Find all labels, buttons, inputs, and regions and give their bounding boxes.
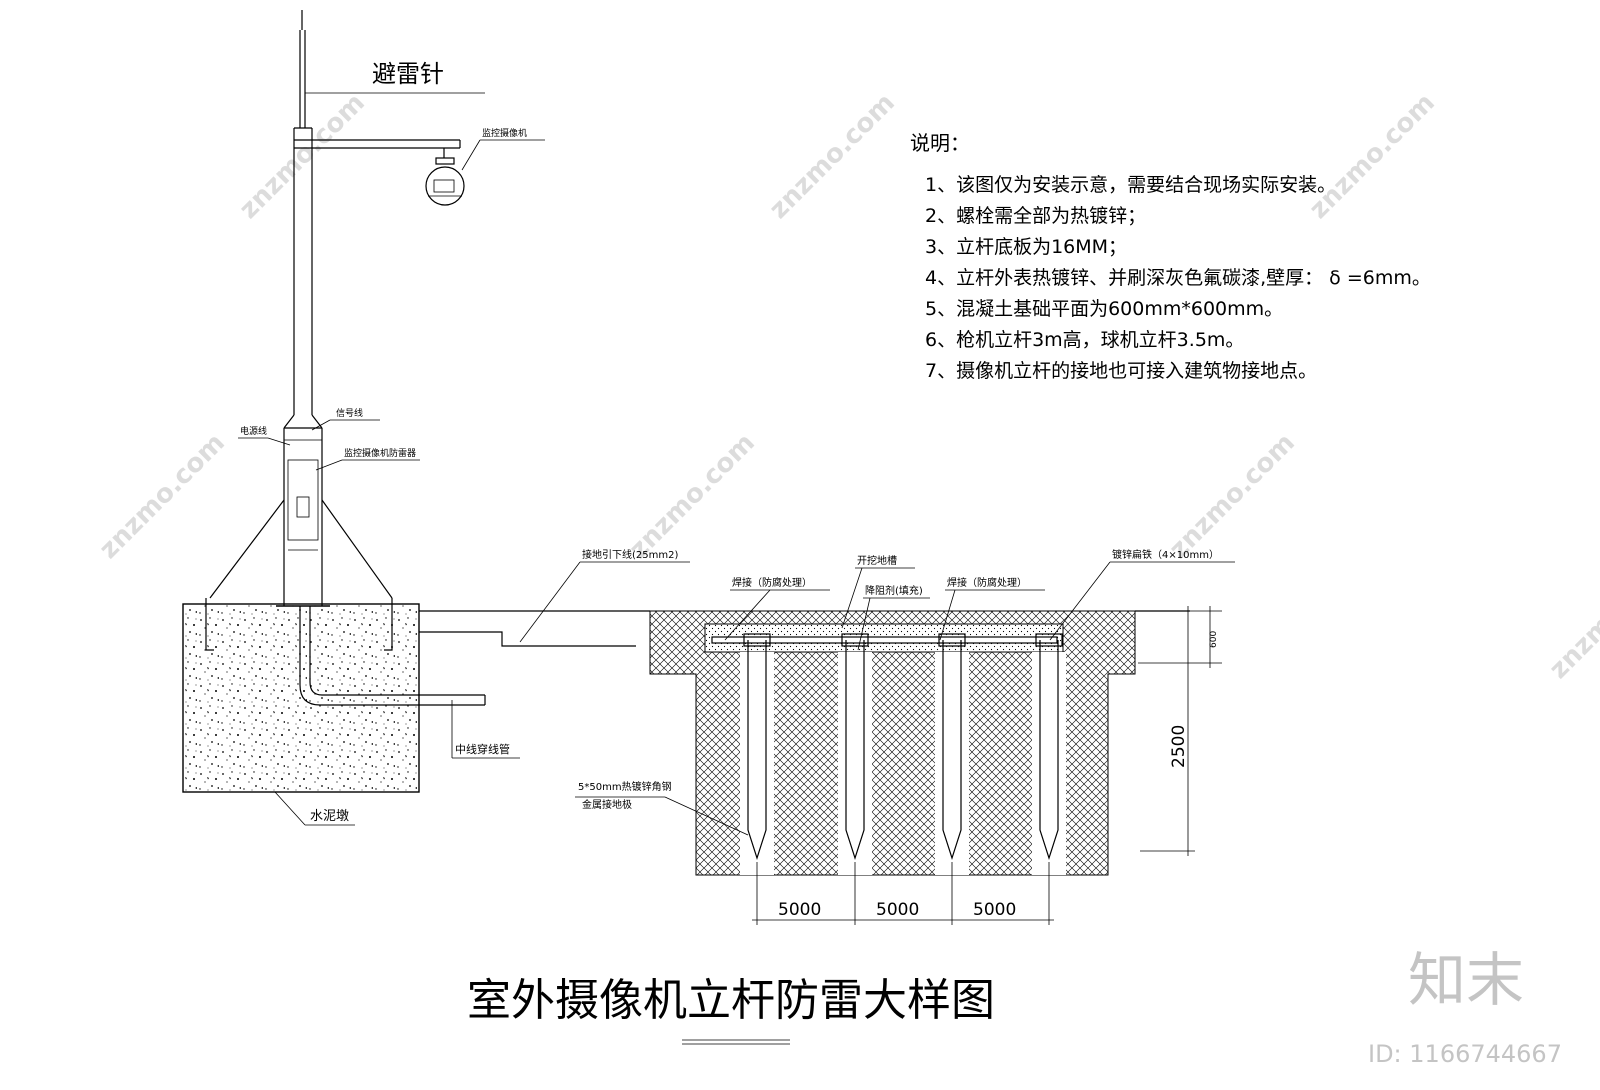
watermark-text: znzmo.com (1304, 88, 1441, 225)
spacing-dimensions: 5000 5000 5000 (752, 862, 1054, 925)
watermark-text: znzmo.com (1544, 548, 1600, 685)
watermark-group: znzmo.com znzmo.com znzmo.com znzmo.com … (94, 88, 1600, 685)
note-item: 1、该图仅为安装示意，需要结合现场实际安装。 (925, 174, 1336, 196)
flat-steel-label: 镀锌扁铁（4×10mm） (1112, 548, 1219, 561)
trench-labels: 焊接（防腐处理） 开挖地槽 降阻剂(填充) 焊接（防腐处理） 镀锌扁铁（4×10… (575, 548, 1235, 836)
note-item: 6、枪机立杆3m高，球机立杆3.5m。 (925, 329, 1244, 351)
trench-label: 开挖地槽 (857, 554, 897, 567)
id-watermark: ID: 1166744667 (1368, 1040, 1562, 1068)
leader-line (315, 459, 343, 471)
brand-watermark: 知末 (1408, 946, 1524, 1014)
ground-electrode-label: 金属接地极 (582, 798, 632, 811)
watermark-text: znzmo.com (234, 88, 371, 225)
resistance-agent-label: 降阻剂(填充) (865, 584, 923, 597)
note-item: 5、混凝土基础平面为600mm*600mm。 (925, 298, 1283, 320)
depth-dimensions: 600 2500 (1138, 606, 1222, 856)
leader-line (461, 139, 481, 171)
depth-2500-label: 2500 (1169, 725, 1189, 768)
notes-block: 说明： 1、该图仅为安装示意，需要结合现场实际安装。 2、螺栓需全部为热镀锌； … (910, 131, 1431, 382)
grounding-trench (649, 610, 1136, 876)
drawing-title: 室外摄像机立杆防雷大样图 (467, 975, 995, 1026)
surge-protector-label: 监控摄像机防雷器 (344, 447, 416, 459)
watermark-text: znzmo.com (94, 428, 231, 565)
leader-line (311, 419, 331, 431)
concrete-pier (182, 598, 636, 793)
weld-left-label: 焊接（防腐处理） (732, 576, 812, 589)
watermark-text: znzmo.com (624, 428, 761, 565)
spacing-1-label: 5000 (778, 900, 821, 920)
spacing-3-label: 5000 (973, 900, 1016, 920)
leader-line (267, 437, 291, 446)
note-item: 2、螺栓需全部为热镀锌； (925, 205, 1146, 227)
notes-heading: 说明： (910, 131, 970, 155)
note-item: 7、摄像机立杆的接地也可接入建筑物接地点。 (925, 360, 1317, 382)
dome-camera-icon (425, 148, 465, 206)
power-line-label: 电源线 (240, 425, 267, 437)
note-item: 3、立杆底板为16MM； (925, 236, 1127, 258)
camera-pole (209, 10, 461, 607)
depth-600-label: 600 (1209, 631, 1219, 648)
leader-line (519, 561, 581, 643)
spacing-2-label: 5000 (876, 900, 919, 920)
lightning-rod-label: 避雷针 (372, 60, 444, 88)
watermark-text: znzmo.com (764, 88, 901, 225)
leader-line (274, 791, 306, 826)
angle-steel-label: 5*50mm热镀锌角钢 (578, 780, 672, 793)
note-item: 4、立杆外表热镀锌、并刷深灰色氟碳漆,壁厚： δ =6mm。 (925, 267, 1431, 289)
signal-line-label: 信号线 (336, 407, 363, 419)
watermark-text: znzmo.com (1164, 428, 1301, 565)
conduit-label: 中线穿线管 (455, 742, 510, 756)
weld-right-label: 焊接（防腐处理） (947, 576, 1027, 589)
down-conductor-label: 接地引下线(25mm2) (582, 548, 678, 561)
concrete-pier-label: 水泥墩 (310, 809, 349, 824)
camera-label: 监控摄像机 (482, 127, 527, 139)
